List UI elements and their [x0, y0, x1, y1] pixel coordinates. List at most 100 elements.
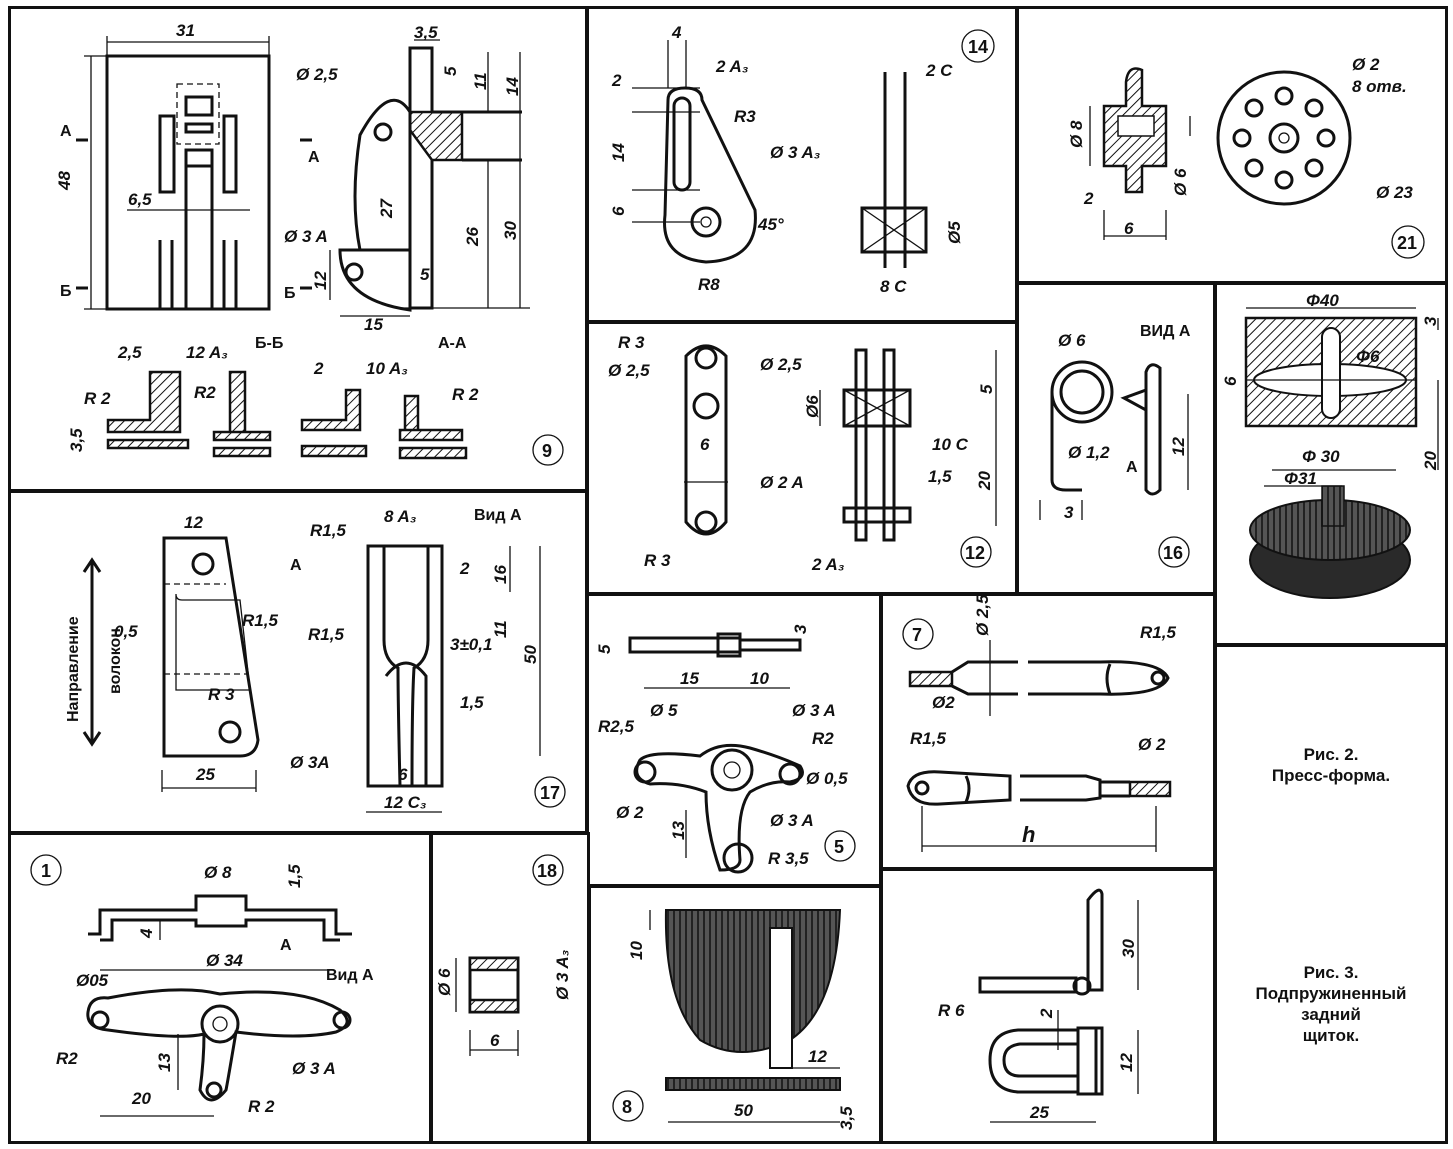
fig5-dim-3: 10: [750, 669, 769, 688]
fig17-dim-1: 0,5: [114, 622, 138, 641]
fig7-dim-0: Ø 2,5: [973, 594, 992, 636]
fig7-labels: Ø 2,5 R1,5 Ø2 R1,5 Ø 2 h 7: [902, 594, 1176, 847]
fig12-dim-11: 2 A₃: [811, 555, 844, 574]
fig21-labels: Ø 8 Ø 6 2 6 Ø 2 8 отв. Ø 23 21: [1067, 55, 1425, 259]
fig9-dim-21: 10 A₃: [366, 359, 408, 378]
fig17-dim-14: 1,5: [460, 693, 484, 712]
fig14-dim-11: 8 C: [880, 277, 907, 296]
fig7-number-circle: [902, 618, 934, 650]
fig5-number-circle: [824, 830, 856, 862]
caption-fig3-line4: щиток.: [1302, 1026, 1360, 1045]
fig1-dim-2: 4: [137, 928, 156, 939]
fig18-drawing: [455, 956, 520, 1056]
fig5-labels: 5 3 15 10 Ø 5 Ø 3 A R2,5 R2 Ø 0,5 Ø 2 13…: [595, 624, 856, 868]
fig12-labels: R 3 Ø 2,5 Ø 2,5 6 Ø 2 A R 3 Ø6 5 10 C 1,…: [608, 333, 996, 574]
caption-fig3-line2: Подпружиненный: [1255, 984, 1407, 1003]
fig21-number-circle: [1391, 225, 1425, 259]
fig5-dim-7: R2: [812, 729, 834, 748]
fig12-dim-6: Ø6: [803, 395, 822, 418]
fig3part-dim-3: 12: [1117, 1053, 1136, 1072]
press-form-drawing: [1244, 307, 1439, 599]
fig21-dim-6: Ø 23: [1376, 183, 1413, 202]
fig12-dim-5: R 3: [644, 551, 671, 570]
fig17-dim-5: 25: [195, 765, 215, 784]
fig9-arrow-b-left: Б: [60, 283, 72, 300]
fig5-dim-2: 15: [680, 669, 699, 688]
fig1-dim-10: R 2: [248, 1097, 275, 1116]
fig9-arrow-a-right: А: [308, 149, 320, 166]
caption-fig3: Рис. 3. Подпружиненный задний щиток.: [1216, 962, 1446, 1046]
panel-fig17: [8, 490, 588, 834]
fig9-drawing: [76, 36, 530, 460]
fig12-drawing: [684, 344, 997, 542]
fig1-dim-4: Ø 34: [206, 951, 243, 970]
fig9-dim-7: Ø 2,5: [296, 65, 338, 84]
fig9-dim-4: 5: [441, 66, 460, 76]
fig9-dim-0: 31: [176, 21, 195, 40]
fig12-dim-0: R 3: [618, 333, 645, 352]
fig9-dim-18: R2: [194, 383, 216, 402]
fig17-dim-13: 50: [521, 645, 540, 664]
fig9-labels: 31 48 6,5 3,5 5 11 14 Ø 2,5 27 26 30 Ø 3…: [55, 21, 564, 466]
fig5-dim-0: 5: [595, 644, 614, 654]
fig9-dim-10: 30: [501, 221, 520, 240]
fig12-dim-4: Ø 2 A: [760, 473, 804, 492]
fig18-labels: Ø 3 A₃ Ø 6 6 18: [435, 854, 572, 1050]
fig16-number-circle: [1158, 536, 1190, 568]
fig12-number-circle: [960, 536, 992, 568]
fig12-dim-8: 10 C: [932, 435, 969, 454]
fig1-labels: Ø 8 1,5 4 А Ø 34 Ø05 R2 13 Ø 3 A 20 R 2 …: [30, 854, 374, 1116]
fig9-arrow-b-right: Б: [284, 285, 296, 302]
fig3part-dim-0: 30: [1119, 939, 1138, 958]
fig9-dim-17: R 2: [84, 389, 111, 408]
press-dim-0: Φ40: [1306, 291, 1339, 310]
fig3part-dim-1: 2: [1037, 1008, 1056, 1019]
fig14-dim-3: R3: [734, 107, 756, 126]
panel-fig18: [430, 832, 590, 1144]
fig16-drawing: [1039, 360, 1189, 520]
fig5-number: 5: [834, 837, 844, 857]
fig17-dim-0: 12: [184, 513, 203, 532]
press-dim-6: Φ31: [1284, 469, 1317, 488]
fig3-part-labels: 30 2 R 6 12 25: [938, 939, 1138, 1122]
fig16-view-label: ВИД А: [1140, 323, 1191, 340]
fig18-dim-1: Ø 6: [435, 968, 454, 996]
fig17-dim-15: 6: [398, 765, 408, 784]
fig9-dim-12: 12: [311, 271, 330, 290]
fig9-dim-14: 15: [364, 315, 383, 334]
fig9-dim-5: 11: [471, 72, 490, 90]
fig7-dim-3: R1,5: [910, 729, 946, 748]
fig5-dim-8: Ø 0,5: [806, 769, 848, 788]
fig9-arrow-a-left: А: [60, 123, 72, 140]
press-dim-3: 6: [1221, 376, 1240, 386]
fig5-dim-5: Ø 3 A: [792, 701, 836, 720]
fig14-dim-8: R8: [698, 275, 720, 294]
fig9-dim-8: 27: [377, 198, 396, 219]
panel-fig3-part: [880, 868, 1216, 1144]
fig14-dim-1: 2: [611, 71, 622, 90]
fig14-drawing: [632, 40, 928, 268]
fig17-dim-12: 3±0,1: [450, 635, 492, 654]
fig9-dim-16: 12 A₃: [186, 343, 228, 362]
fig12-dim-7: 5: [977, 384, 996, 394]
fig21-dim-0: Ø 8: [1067, 120, 1086, 148]
fig17-labels: 12 0,5 R1,5 R 3 Ø 3A 25 R1,5 8 A₃ 2 16 R…: [65, 507, 566, 812]
fig9-dim-3: 3,5: [414, 23, 438, 42]
fig9-dim-13: 5: [420, 265, 430, 284]
panel-caption: [1214, 644, 1448, 1144]
fig14-dim-10: Ø5: [945, 221, 964, 244]
fig21-drawing: [1089, 67, 1352, 240]
fig1-view-label: Вид А: [326, 967, 374, 984]
fig1-dim-7: 13: [155, 1053, 174, 1072]
fig17-number-circle: [534, 776, 566, 808]
fig7-dim-1: R1,5: [1140, 623, 1176, 642]
fig17-dim-8: 2: [459, 559, 470, 578]
fig14-dim-2: 2 A₃: [715, 57, 748, 76]
press-form-labels: Φ40 3 Φ6 6 Φ 30 20 Φ31: [1221, 291, 1440, 488]
fig5-dim-12: R 3,5: [768, 849, 809, 868]
fig21-number: 21: [1397, 233, 1417, 253]
fig9-dim-2: 6,5: [128, 190, 152, 209]
fig1-dim-5: Ø05: [76, 971, 109, 990]
